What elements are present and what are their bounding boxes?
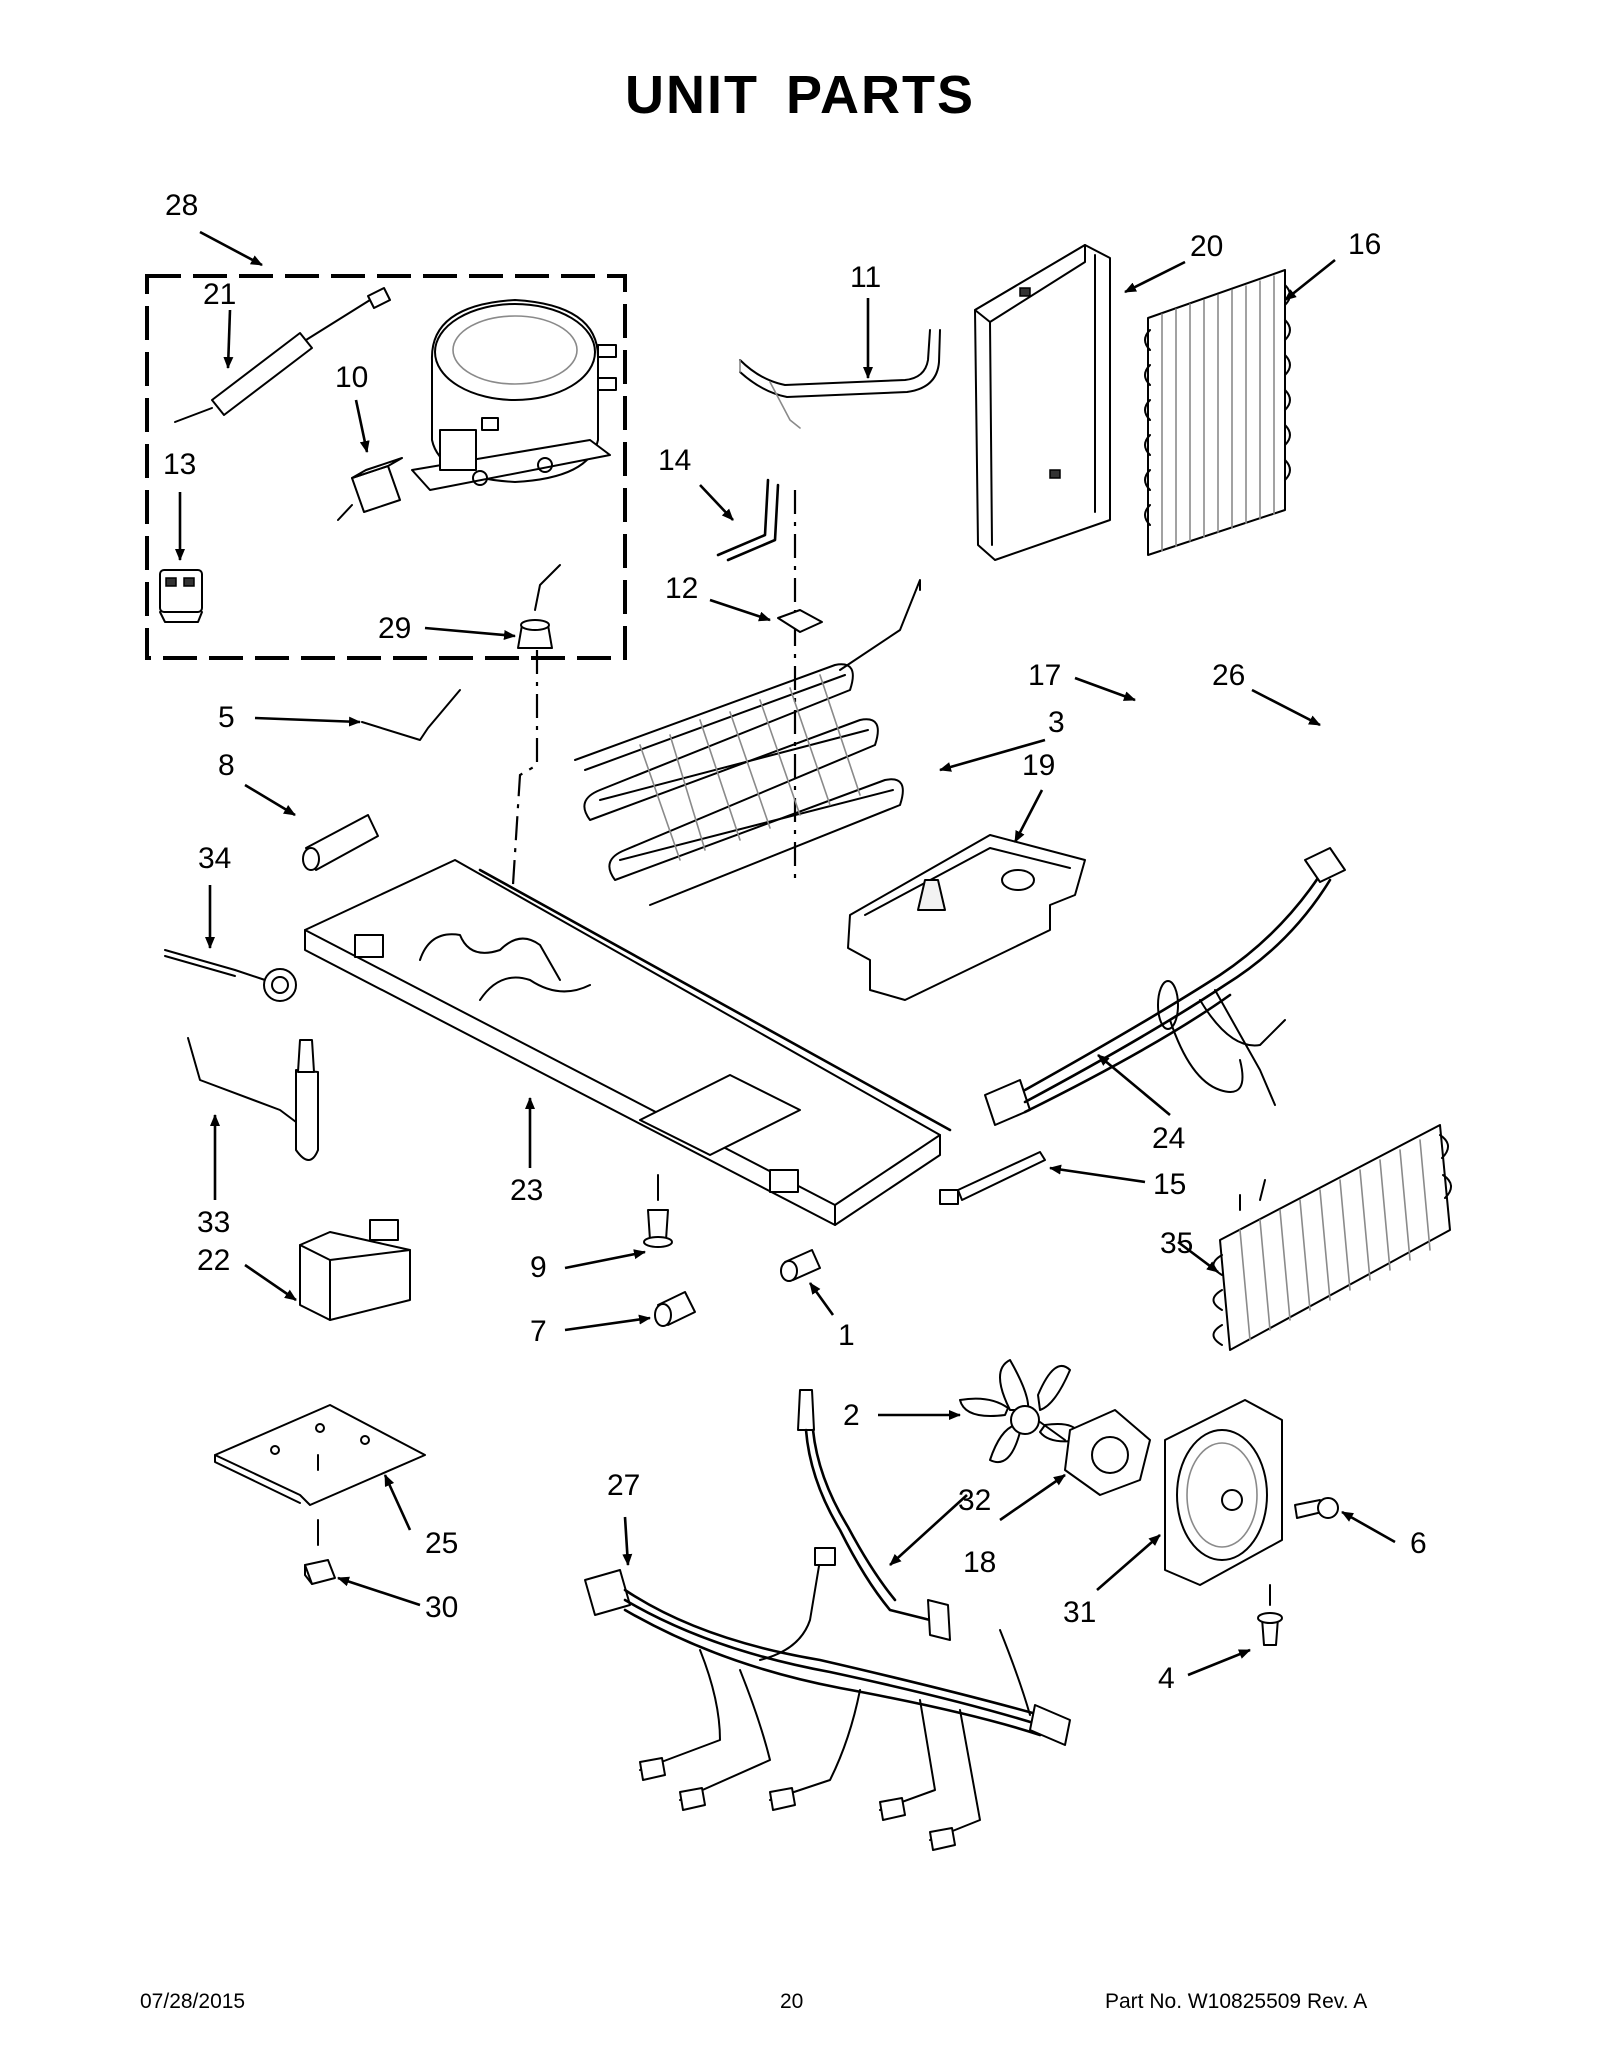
footer-part-number: Part No. W10825509 Rev. A [1105,1990,1368,2013]
callout-23: 23 [510,1174,543,1207]
clip-12-drawing [777,609,823,633]
callout-13: 13 [163,448,196,481]
drier-drawing [174,287,391,423]
grommet-7-drawing [654,1291,696,1327]
callout-26: 26 [1212,659,1245,692]
condenser-35-drawing [1212,1124,1452,1351]
condenser-loop-drawing [574,579,921,906]
control-box-22-drawing [299,1219,411,1321]
wire-harness-24-drawing [984,847,1346,1126]
footer-page-number: 20 [780,1990,804,2013]
cable-tie-drawing [939,1151,1046,1205]
wire-5-drawing [361,689,461,741]
evaporator-drawing [1144,269,1291,556]
callout-2: 2 [843,1399,860,1432]
callout-3: 3 [1048,706,1065,739]
fan-blade-drawing [959,1359,1081,1463]
footer-date: 07/28/2015 [140,1990,246,2013]
callout-22: 22 [197,1244,230,1277]
callout-1: 1 [838,1319,855,1352]
page-title: UNIT PARTS [625,65,975,125]
callout-labels: 28 21 10 13 29 11 20 16 14 12 17 26 3 19… [163,189,1427,1695]
callout-4: 4 [1158,1662,1175,1695]
callout-32: 32 [958,1484,991,1517]
callout-20: 20 [1190,230,1223,263]
callout-33: 33 [197,1206,230,1239]
grommet-1-drawing [780,1249,821,1282]
callout-8: 8 [218,749,235,782]
capacitor-drawing [159,569,203,623]
callout-31: 31 [1063,1596,1096,1629]
callout-14: 14 [658,444,691,477]
callout-7: 7 [530,1315,547,1348]
base-plate-drawing [304,859,952,1226]
callout-28: 28 [165,189,198,222]
callout-30: 30 [425,1591,458,1624]
screw-9-drawing [643,1174,673,1248]
fan-motor-drawing [1039,1409,1151,1496]
callout-19: 19 [1022,749,1055,782]
fan-shroud-drawing [1164,1399,1283,1586]
callout-15: 15 [1153,1168,1186,1201]
evaporator-cover-drawing [974,244,1111,561]
callout-9: 9 [530,1251,547,1284]
callout-34: 34 [198,842,231,875]
grommet-drawing [517,564,561,649]
relay-drawing [337,457,403,521]
callout-27: 27 [607,1469,640,1502]
screw-4-drawing [1257,1584,1283,1646]
leader-arrows [175,230,1396,1677]
callout-10: 10 [335,361,368,394]
compressor-drawing [411,299,617,491]
callout-6: 6 [1410,1527,1427,1560]
callout-25: 25 [425,1527,458,1560]
tube-14-drawing [716,478,780,562]
callout-16: 16 [1348,228,1381,261]
callout-5: 5 [218,701,235,734]
tube-8-drawing [302,814,379,871]
sensor-34-drawing [164,949,297,1002]
callout-29: 29 [378,612,411,645]
cover-plate-drawing [214,1404,426,1546]
wire-harness-27-drawing [584,1547,1071,1851]
screw-6-drawing [1294,1497,1339,1519]
callout-21: 21 [203,278,236,311]
fastener-30-drawing [304,1559,336,1585]
drain-pan-drawing [847,834,1086,1001]
tube-11-drawing [739,329,941,429]
callout-18: 18 [963,1546,996,1579]
callout-24: 24 [1152,1122,1185,1155]
callout-35: 35 [1160,1227,1193,1260]
callout-17: 17 [1028,659,1061,692]
thermistor-33-drawing [187,1037,319,1161]
compressor-assembly-box [145,274,627,660]
callout-12: 12 [665,572,698,605]
thermistor-32-drawing [797,1389,951,1641]
callout-11: 11 [850,261,881,294]
